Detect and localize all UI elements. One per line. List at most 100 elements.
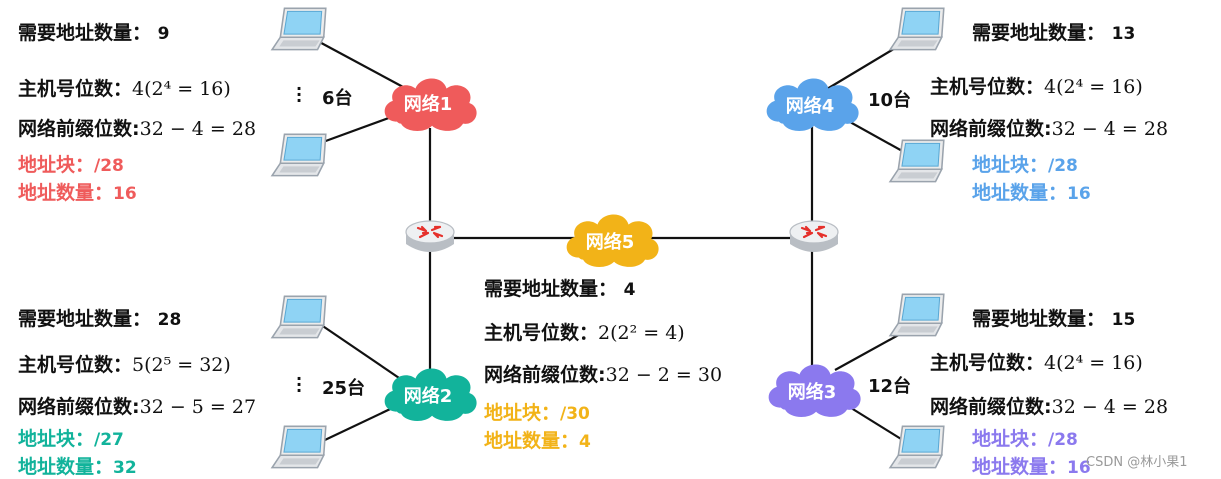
net4-count-label: 地址数量： [972, 182, 1068, 204]
net4-block-label: 地址块： [972, 154, 1049, 176]
net3-host-row: 主机号位数：4(2⁴ = 16) [930, 348, 1143, 375]
net5-need-row: 需要地址数量： 4 [484, 274, 635, 301]
net4-block-value: /28 [1048, 156, 1078, 176]
net5-count-row: 地址数量：4 [484, 426, 591, 453]
net2-host-label: 主机号位数： [18, 354, 133, 376]
net2-count-label: 地址数量： [18, 456, 114, 478]
net4-need-label: 需要地址数量： [972, 22, 1106, 44]
net4-count-value: 16 [1067, 184, 1091, 204]
net4-count-row: 地址数量：16 [972, 178, 1091, 205]
net5-block-value: /30 [560, 404, 590, 424]
ellipsis-vertical-icon: ··· [296, 369, 303, 400]
net4-cloud-label: 网络4 [785, 96, 835, 117]
net5-block-row: 地址块：/30 [484, 398, 590, 425]
net4-prefix-value: 32 − 4 = 28 [1051, 118, 1169, 140]
net1-host-value: 4(2⁴ = 16) [132, 78, 231, 100]
laptop-icon [889, 425, 945, 469]
net2-block-row: 地址块：/27 [18, 424, 124, 451]
net2-host-count: 25台 [322, 378, 366, 399]
net1-prefix-value: 32 − 4 = 28 [139, 118, 257, 140]
net2-block-value: /27 [94, 430, 124, 450]
net1-count-value: 16 [113, 184, 137, 204]
net5-need-label: 需要地址数量： [484, 278, 618, 300]
net2-prefix-label: 网络前缀位数: [18, 396, 140, 418]
net4-need-row: 需要地址数量： 13 [972, 18, 1135, 45]
link-laptop-net1-top [311, 37, 406, 89]
net3-block-value: /28 [1048, 430, 1078, 450]
net5-count-label: 地址数量： [484, 430, 580, 452]
laptop-icon [271, 425, 327, 469]
net5-prefix-row: 网络前缀位数:32 − 2 = 30 [484, 360, 722, 387]
net3-count-value: 16 [1067, 458, 1091, 478]
net3-host-label: 主机号位数： [930, 352, 1045, 374]
laptop-icon [271, 133, 327, 177]
net4-host-value: 4(2⁴ = 16) [1044, 76, 1143, 98]
watermark: CSDN @林小果1 [1086, 455, 1188, 470]
net2-cloud-label: 网络2 [403, 386, 453, 407]
net4-host-row: 主机号位数：4(2⁴ = 16) [930, 72, 1143, 99]
net3-need-value: 15 [1111, 310, 1136, 330]
net2-count-row: 地址数量：32 [18, 452, 137, 479]
net3-need-row: 需要地址数量： 15 [972, 304, 1135, 331]
net1-host-count: 6台 [322, 88, 353, 109]
net3-block-row: 地址块：/28 [972, 424, 1078, 451]
net2-prefix-value: 32 − 5 = 27 [139, 396, 257, 418]
net4-host-count: 10台 [868, 90, 912, 111]
net3-block-label: 地址块： [972, 428, 1049, 450]
net1-need-value: 9 [157, 24, 170, 44]
net5-host-label: 主机号位数： [484, 322, 599, 344]
net3-need-label: 需要地址数量： [972, 308, 1106, 330]
net1-count-row: 地址数量：16 [18, 178, 137, 205]
router-icon [788, 219, 840, 254]
net1-block-label: 地址块： [18, 154, 95, 176]
net3-count-label: 地址数量： [972, 456, 1068, 478]
net2-need-row: 需要地址数量： 28 [18, 304, 181, 331]
net3-host-value: 4(2⁴ = 16) [1044, 352, 1143, 374]
net2-need-value: 28 [157, 310, 182, 330]
net4-need-value: 13 [1111, 24, 1136, 44]
net4-prefix-label: 网络前缀位数: [930, 118, 1052, 140]
net2-count-value: 32 [113, 458, 137, 478]
net1-cloud-label: 网络1 [403, 94, 453, 115]
net3-prefix-value: 32 − 4 = 28 [1051, 396, 1169, 418]
net2-host-value: 5(2⁵ = 32) [132, 354, 231, 376]
net1-host-row: 主机号位数：4(2⁴ = 16) [18, 74, 231, 101]
net4-prefix-row: 网络前缀位数:32 − 4 = 28 [930, 114, 1168, 141]
net5-prefix-label: 网络前缀位数: [484, 364, 606, 386]
net5-need-value: 4 [623, 280, 636, 300]
net1-count-label: 地址数量： [18, 182, 114, 204]
net1-prefix-row: 网络前缀位数:32 − 4 = 28 [18, 114, 256, 141]
link-laptop-net2-top [307, 315, 406, 383]
net2-block-label: 地址块： [18, 428, 95, 450]
laptop-icon [271, 7, 327, 51]
laptop-icon [889, 7, 945, 51]
net5-host-row: 主机号位数：2(2² = 4) [484, 318, 685, 345]
laptop-icon [271, 295, 327, 339]
net1-need-label: 需要地址数量： [18, 22, 152, 44]
net3-host-count: 12台 [868, 376, 912, 397]
net5-count-value: 4 [579, 432, 591, 452]
net3-cloud-label: 网络3 [787, 382, 837, 403]
net2-need-label: 需要地址数量： [18, 308, 152, 330]
net5-block-label: 地址块： [484, 402, 561, 424]
ellipsis-vertical-icon: ··· [296, 79, 303, 110]
net5-host-value: 2(2² = 4) [598, 322, 685, 344]
net4-host-label: 主机号位数： [930, 76, 1045, 98]
laptop-icon [889, 139, 945, 183]
net4-block-row: 地址块：/28 [972, 150, 1078, 177]
net1-block-value: /28 [94, 156, 124, 176]
net5-prefix-value: 32 − 2 = 30 [605, 364, 723, 386]
net5-cloud-label: 网络5 [585, 232, 635, 253]
net1-host-label: 主机号位数： [18, 78, 133, 100]
net3-count-row: 地址数量：16 [972, 452, 1091, 479]
net2-host-row: 主机号位数：5(2⁵ = 32) [18, 350, 231, 377]
net3-prefix-label: 网络前缀位数: [930, 396, 1052, 418]
net1-need-row: 需要地址数量： 9 [18, 18, 169, 45]
net2-prefix-row: 网络前缀位数:32 − 5 = 27 [18, 392, 256, 419]
net1-block-row: 地址块：/28 [18, 150, 124, 177]
net3-prefix-row: 网络前缀位数:32 − 4 = 28 [930, 392, 1168, 419]
router-icon [404, 219, 456, 254]
laptop-icon [889, 293, 945, 337]
net1-prefix-label: 网络前缀位数: [18, 118, 140, 140]
